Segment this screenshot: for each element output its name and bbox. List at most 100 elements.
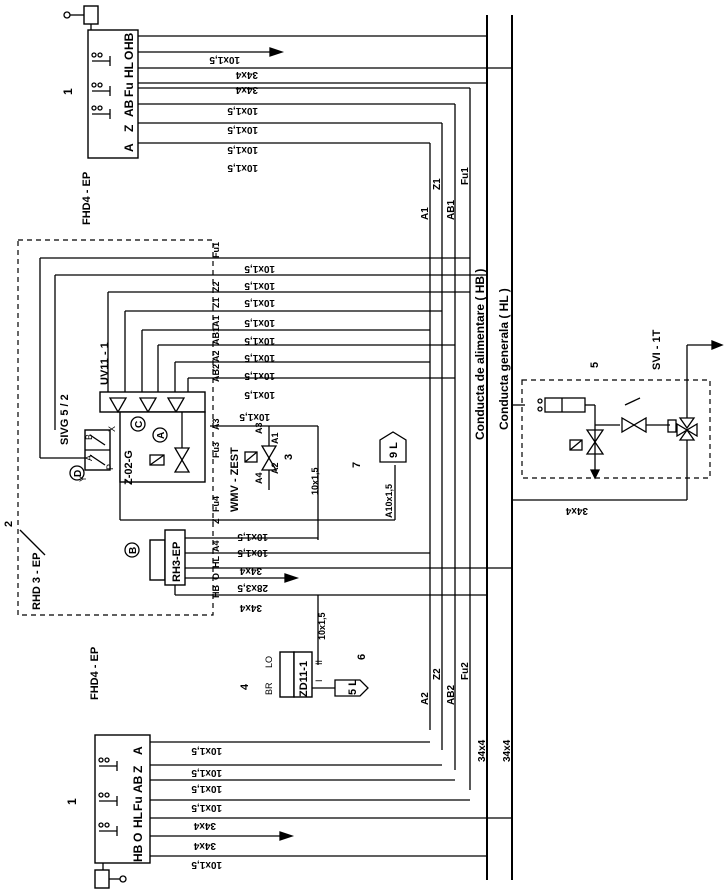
bottom-terminal-a: A bbox=[131, 746, 145, 755]
branch-z1: Z1 bbox=[432, 178, 443, 190]
pipe-label: 10x1,5 bbox=[244, 389, 275, 400]
pipe-label: 10x1,5 bbox=[191, 783, 222, 794]
bottom-unit-lines bbox=[150, 741, 512, 857]
svg-text:A4: A4 bbox=[211, 540, 221, 552]
pipe-label: 10x1,5 bbox=[244, 297, 275, 308]
rhd-connection-lines bbox=[39, 230, 487, 790]
branch-ab1: AB1 bbox=[446, 200, 457, 220]
top-unit: A Z AB Fu HL O HB 1 FHD4 - EP bbox=[61, 5, 139, 225]
top-unit-name: FHD4 - EP bbox=[81, 172, 93, 225]
item7-pipe: A10x1,5 bbox=[384, 484, 394, 518]
svg-text:A2: A2 bbox=[270, 462, 280, 474]
svg-text:A1: A1 bbox=[211, 315, 221, 327]
svg-text:Fu1: Fu1 bbox=[211, 242, 221, 258]
zd11-block bbox=[293, 651, 313, 698]
branch-ab2: AB2 bbox=[446, 685, 457, 705]
bottom-unit-number: 1 bbox=[65, 798, 79, 805]
svg-text:Z1: Z1 bbox=[211, 297, 221, 308]
pipe-label: 10x1,5 bbox=[310, 467, 320, 495]
bottom-terminal-fu: Fu bbox=[131, 796, 145, 811]
svg-text:HL: HL bbox=[211, 556, 221, 568]
top-unit-lines bbox=[138, 35, 512, 230]
svg-text:Fu3: Fu3 bbox=[211, 442, 221, 458]
top-terminal-z: Z bbox=[122, 125, 136, 132]
sivg-port-p: P bbox=[105, 464, 115, 470]
rhd-number: 2 bbox=[3, 521, 15, 527]
pipe-label: 10x1,5 bbox=[244, 263, 275, 274]
pipe-label: 10x1,5 bbox=[239, 411, 270, 422]
pipe-label: 10x1,5 bbox=[227, 105, 258, 116]
pipe-label: 10x1,5 bbox=[227, 162, 258, 173]
svg-text:B: B bbox=[128, 547, 139, 554]
pipe-label: 10x1,5 bbox=[244, 370, 275, 381]
svg-text:Z: Z bbox=[211, 518, 221, 524]
svg-text:I: I bbox=[314, 679, 324, 682]
svg-text:A1: A1 bbox=[270, 432, 280, 444]
pipe-label: 10x1,5 bbox=[191, 859, 222, 870]
bottom-terminal-hl: HL bbox=[131, 812, 145, 828]
branch-a1: A1 bbox=[420, 207, 431, 220]
bottom-terminal-ab: AB bbox=[131, 775, 145, 793]
rh3-label: RH3-EP bbox=[171, 542, 183, 582]
pipe-label: 10x1,5 bbox=[227, 124, 258, 135]
item6-tag: 5 L bbox=[347, 679, 359, 695]
pipe-label: 10x1,5 bbox=[244, 335, 275, 346]
top-terminal-a: A bbox=[122, 143, 136, 152]
svg-text:A4: A4 bbox=[254, 472, 264, 484]
wmv-valve bbox=[244, 426, 278, 490]
wmv-number: 3 bbox=[283, 454, 295, 460]
sivg-port-x: X bbox=[107, 426, 117, 432]
item6-tag-shape bbox=[334, 679, 369, 697]
svg-text:A2: A2 bbox=[211, 350, 221, 362]
branch-fu1: Fu1 bbox=[460, 167, 471, 185]
bottom-unit-box bbox=[94, 734, 151, 864]
svi-number: 5 bbox=[589, 362, 601, 368]
top-terminal-hb: HB bbox=[122, 32, 136, 50]
item7-tag-shape bbox=[379, 431, 407, 463]
circle-b bbox=[124, 542, 140, 558]
pipe-label: 10x1,5 bbox=[317, 612, 327, 640]
svg-text:D: D bbox=[73, 470, 84, 477]
pipe-label: 10x1,5 bbox=[244, 352, 275, 363]
rhd-block-outline bbox=[17, 239, 214, 616]
pipe-label: 10x1,5 bbox=[227, 144, 258, 155]
pipe-label: 34x4 bbox=[239, 602, 262, 613]
top-terminal-hl: HL bbox=[122, 62, 136, 78]
sivg-port-a: A bbox=[84, 455, 94, 461]
sivg-port-b: B bbox=[84, 434, 94, 440]
bottom-pipe-34: 34x4 bbox=[477, 739, 488, 762]
pipe-label: 10x1,5 bbox=[191, 767, 222, 778]
rhd-name: RHD 3 - EP bbox=[31, 553, 43, 610]
top-unit-number: 1 bbox=[61, 88, 75, 95]
z02g-label: Z-02-G bbox=[123, 450, 135, 485]
sivg-label: SIVG 5 / 2 bbox=[59, 394, 71, 445]
pipe-label: 34x4 bbox=[235, 84, 258, 95]
sivg-port-y: Y bbox=[78, 476, 88, 482]
z02g-block bbox=[119, 411, 206, 483]
pipe-label: 34x4 bbox=[193, 840, 216, 851]
zd11-indicator bbox=[279, 651, 295, 698]
svg-text:BR: BR bbox=[264, 682, 274, 695]
svg-text:A3: A3 bbox=[254, 422, 264, 434]
svg-text:AB2: AB2 bbox=[211, 364, 221, 382]
top-terminal-o: O bbox=[122, 51, 136, 60]
branch-z2: Z2 bbox=[432, 668, 443, 680]
hb-line-label: Conducta de alimentare ( HB ) bbox=[473, 269, 487, 440]
bottom-pipe-34: 34x4 bbox=[502, 739, 513, 762]
circle-d bbox=[69, 465, 85, 481]
pipe-label: 34x4 bbox=[193, 820, 216, 831]
pipe-label: 10x1,5 bbox=[237, 531, 268, 542]
svg-text:Fu4: Fu4 bbox=[211, 496, 221, 512]
pipe-label: 10x1,5 bbox=[191, 802, 222, 813]
item6-number: 6 bbox=[356, 654, 368, 660]
pipe-label: 34x4 bbox=[235, 69, 258, 80]
pipe-label: 34x4 bbox=[565, 505, 588, 516]
hl-line-label: Conducta generala ( HL ) bbox=[497, 288, 511, 430]
item7-tag: 9 L bbox=[388, 442, 400, 458]
svg-text:A3: A3 bbox=[211, 418, 221, 430]
svg-text:C: C bbox=[134, 421, 145, 428]
pipe-label: 28x3,5 bbox=[237, 582, 268, 593]
zd11-label: ZD11-1 bbox=[298, 661, 310, 697]
top-unit-box bbox=[87, 29, 139, 159]
bottom-terminal-hb: HB bbox=[131, 844, 145, 862]
